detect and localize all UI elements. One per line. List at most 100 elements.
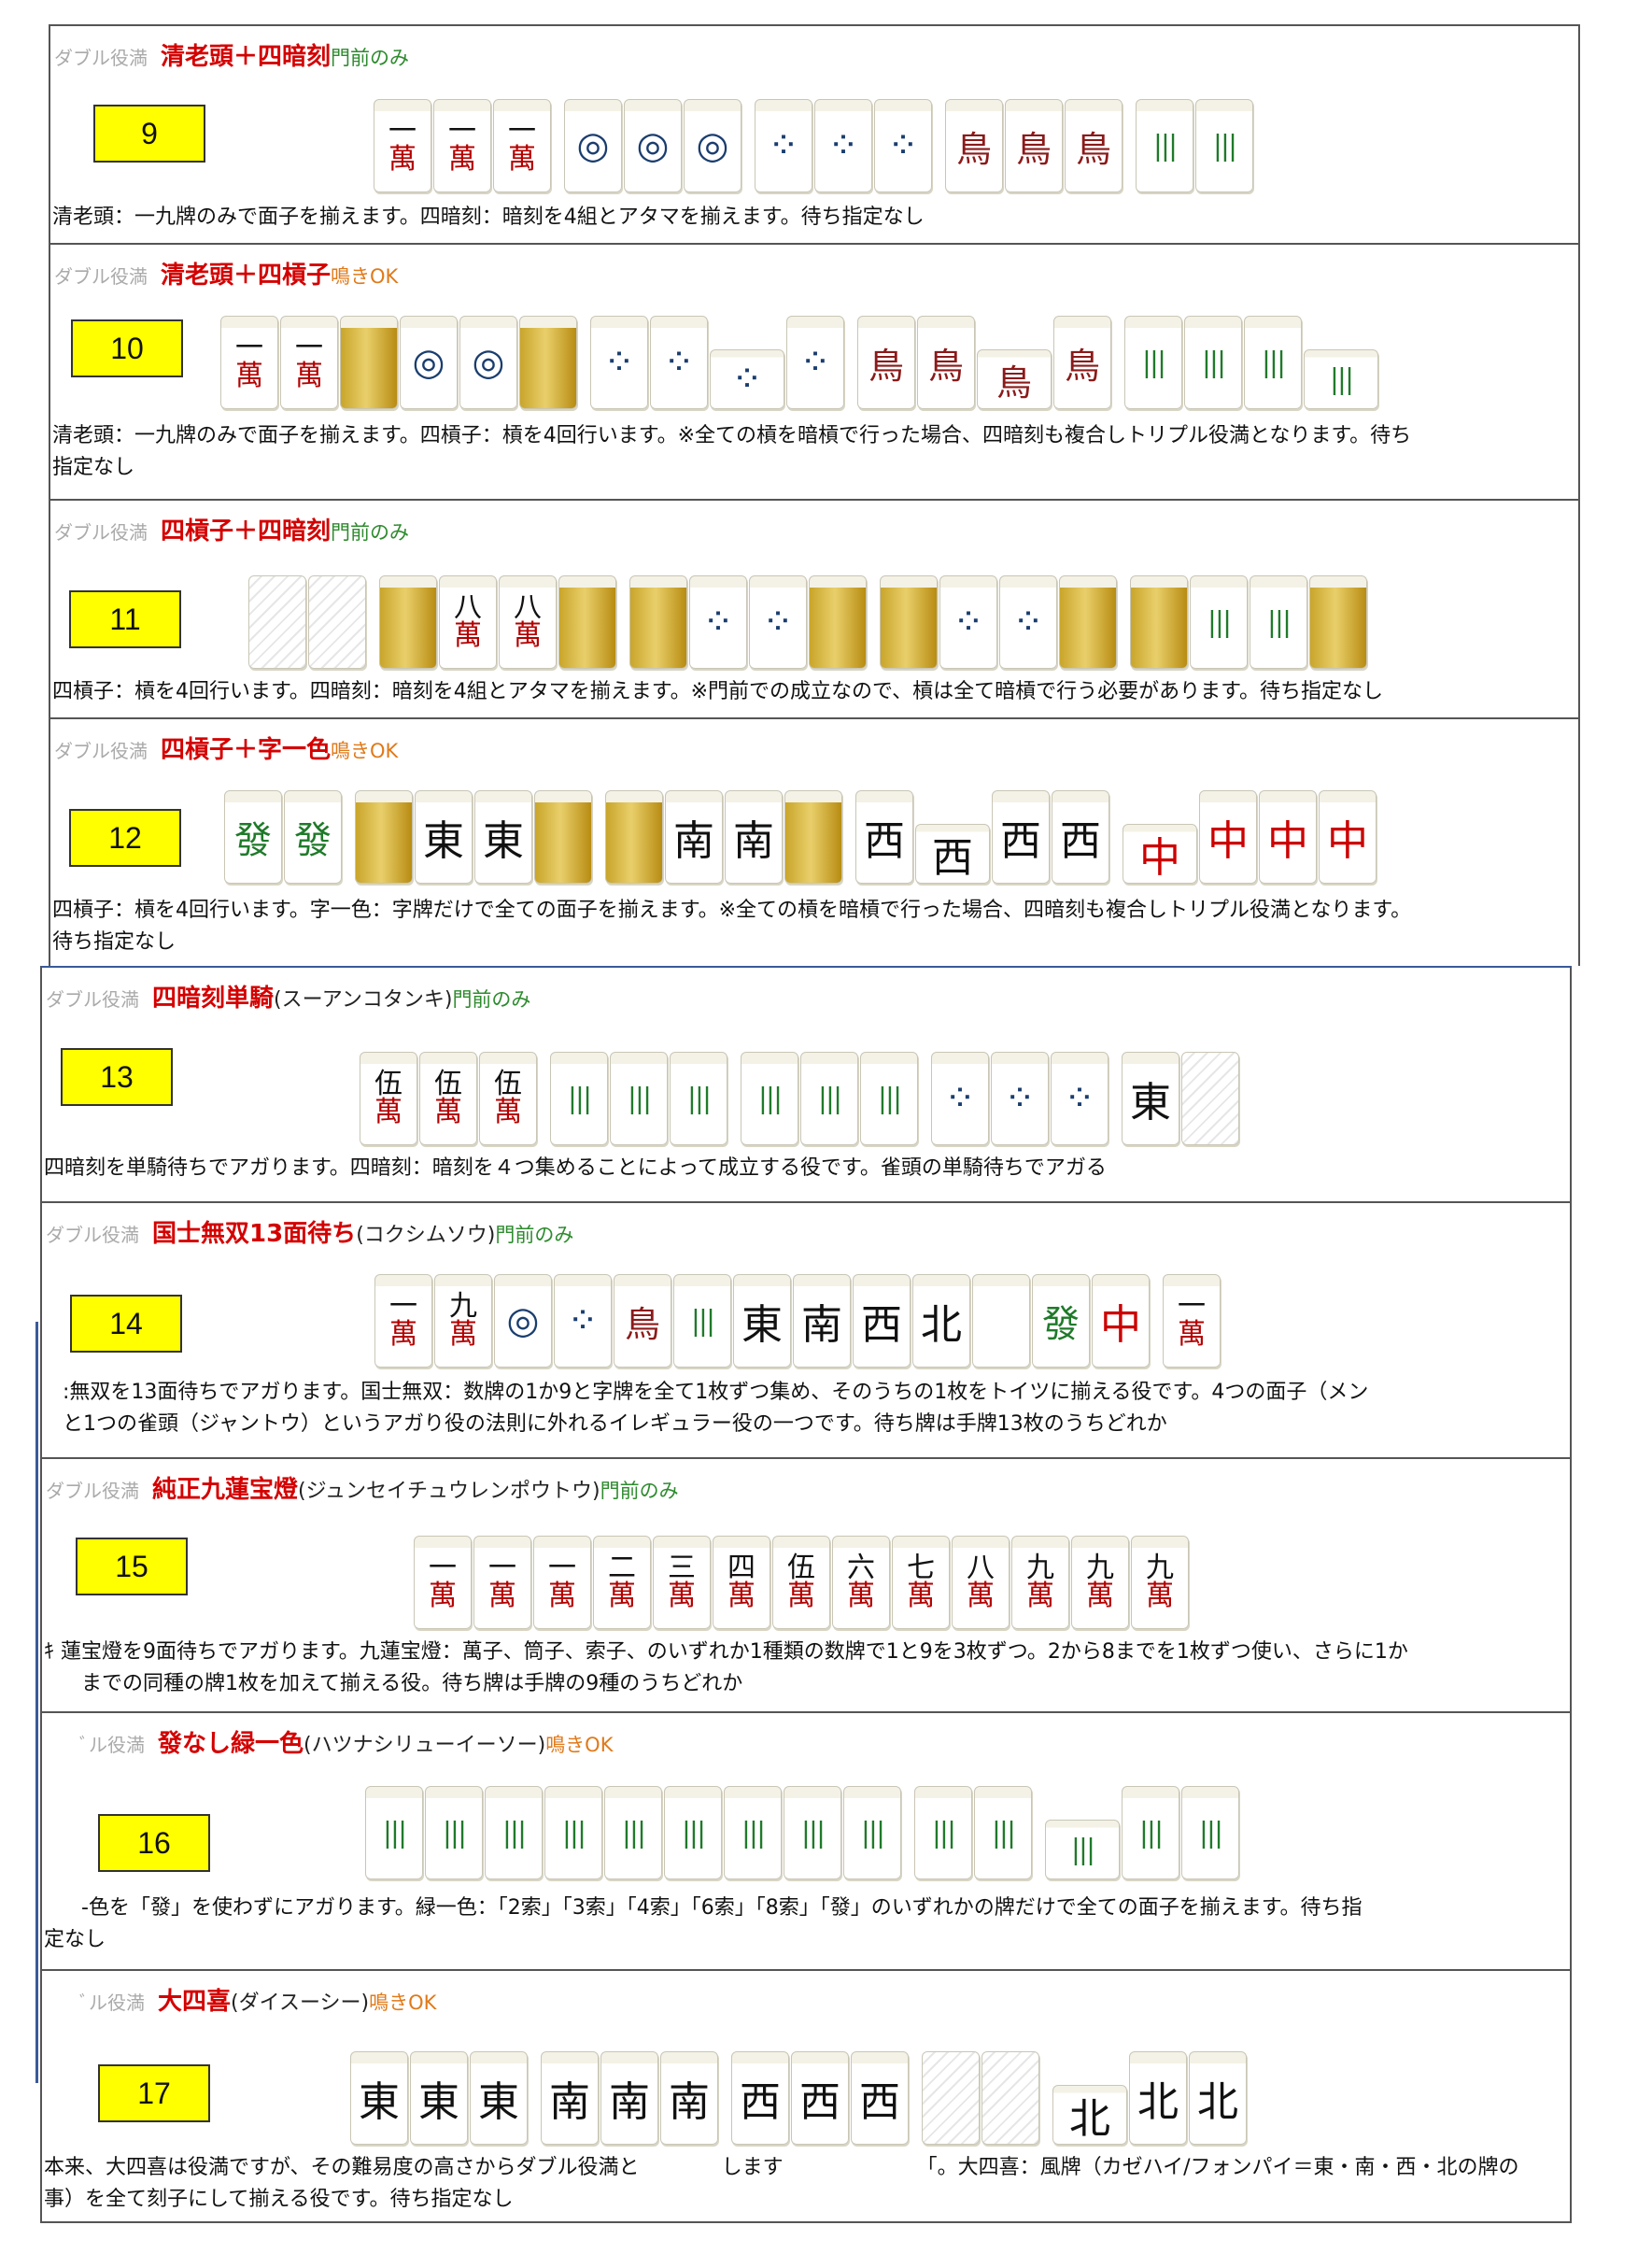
tile-north-sideways: 北 bbox=[1052, 2085, 1127, 2145]
yaku-name: 四槓子＋字一色 bbox=[161, 736, 332, 764]
tile-south: 南 bbox=[541, 2051, 599, 2145]
tile-east: 東 bbox=[350, 2051, 408, 2145]
requirement-label: 門前のみ bbox=[331, 47, 410, 69]
tile-row: ||| ||| ||| ||| ||| ||| ||| ||| ||| ||| … bbox=[365, 1786, 1241, 1879]
tile-9-sou: ||| bbox=[673, 1274, 731, 1368]
tile-west: 西 bbox=[851, 2051, 909, 2145]
tile-4-pin: ⁘ bbox=[689, 575, 747, 669]
section-number-badge: 9 bbox=[93, 105, 205, 163]
section-header: ダブル役満四暗刻単騎(スーアンコタンキ)門前のみ bbox=[46, 979, 530, 1014]
tile-5-man: 伍萬 bbox=[360, 1052, 417, 1145]
tile-1-pin: ◎ bbox=[684, 99, 741, 192]
category-label: ダブル役満 bbox=[46, 1480, 139, 1502]
tile-back bbox=[1130, 575, 1188, 669]
section-header: ダブル役満四槓子＋字一色鳴きOK bbox=[54, 730, 398, 765]
tile-north: 北 bbox=[1189, 2051, 1247, 2145]
tile-south: 南 bbox=[793, 1274, 851, 1368]
category-label: ダブル役満 bbox=[54, 521, 148, 544]
tile-9-pin: ⁘ bbox=[590, 316, 648, 409]
category-label: ダブル役満 bbox=[46, 1224, 139, 1246]
tile-6-sou: ||| bbox=[544, 1786, 602, 1879]
tile-4-pin: ⁘ bbox=[931, 1052, 989, 1145]
tile-south: 南 bbox=[725, 790, 783, 884]
tile-back bbox=[558, 575, 616, 669]
tile-south: 南 bbox=[600, 2051, 658, 2145]
tile-back bbox=[534, 790, 592, 884]
tile-8-sou: ||| bbox=[784, 1786, 841, 1879]
tile-chun-sideways: 中 bbox=[1123, 824, 1197, 884]
tile-9-pin: ⁘ bbox=[786, 316, 844, 409]
yaku-name: 国士無双13面待ち bbox=[152, 1220, 357, 1248]
tile-9-sou: ||| bbox=[1244, 316, 1302, 409]
tile-1-man: 一萬 bbox=[280, 316, 338, 409]
tile-east: 東 bbox=[415, 790, 473, 884]
tile-6-sou: ||| bbox=[664, 1786, 722, 1879]
tile-back bbox=[1059, 575, 1117, 669]
tile-blank bbox=[308, 575, 366, 669]
tile-4-sou: ||| bbox=[1122, 1786, 1179, 1879]
tile-south: 南 bbox=[665, 790, 723, 884]
tile-8-man: 八萬 bbox=[499, 575, 557, 669]
yaku-name: 四槓子＋四暗刻 bbox=[161, 517, 332, 546]
yakuman-section-16: ﾞル役満發なし緑一色(ハツナシリューイーソー)鳴きOK 16 ||| ||| |… bbox=[40, 1711, 1572, 1969]
requirement-label: 門前のみ bbox=[495, 1224, 574, 1246]
section-description: 清老頭：一九牌のみで面子を揃えます。四槓子：槓を4回行います。※全ての槓を暗槓で… bbox=[52, 424, 1412, 479]
tile-3-sou-sideways: ||| bbox=[1045, 1820, 1120, 1879]
tile-back bbox=[809, 575, 867, 669]
tile-row: 一萬 一萬 一萬 二萬 三萬 四萬 伍萬 六萬 七萬 八萬 九萬 九萬 九萬 bbox=[414, 1536, 1191, 1629]
yaku-reading: (ジュンセイチュウレンポウトウ) bbox=[298, 1480, 600, 1503]
tile-9-man: 九萬 bbox=[434, 1274, 492, 1368]
tile-chun: 中 bbox=[1092, 1274, 1150, 1368]
tile-2-sou: ||| bbox=[425, 1786, 483, 1879]
tile-back bbox=[1309, 575, 1367, 669]
tile-9-man: 九萬 bbox=[1011, 1536, 1069, 1629]
yaku-name: 純正九蓮宝燈 bbox=[152, 1476, 299, 1504]
tile-north: 北 bbox=[912, 1274, 970, 1368]
tile-back bbox=[880, 575, 938, 669]
tile-9-pin: ⁘ bbox=[554, 1274, 612, 1368]
section-header: ダブル役満四槓子＋四暗刻門前のみ bbox=[54, 512, 409, 546]
tile-9-man: 九萬 bbox=[1131, 1536, 1189, 1629]
section-header: ダブル役満純正九蓮宝燈(ジュンセイチュウレンポウトウ)門前のみ bbox=[46, 1470, 679, 1505]
left-margin-line bbox=[35, 1322, 38, 2083]
category-label: ダブル役満 bbox=[54, 740, 148, 762]
tile-chun: 中 bbox=[1259, 790, 1317, 884]
tile-1-pin: ◎ bbox=[564, 99, 622, 192]
yaku-name: 清老頭＋四槓子 bbox=[161, 262, 332, 290]
tile-row: 發 發 東 東 南 南 西 西 西 西 中 中 中 中 bbox=[224, 790, 1378, 884]
tile-6-sou: ||| bbox=[1190, 575, 1248, 669]
tile-1-sou-bird: 鳥 bbox=[1065, 99, 1123, 192]
tile-9-pin: ⁘ bbox=[755, 99, 812, 192]
section-description: ｷ 蓮宝燈を9面待ちでアガります。九蓮宝燈：萬子、筒子、索子、のいずれか1種類の… bbox=[44, 1640, 1408, 1695]
yakuman-section-11: ダブル役満四槓子＋四暗刻門前のみ 11 八萬 八萬 ⁘ ⁘ ⁘ ⁘ ||| ||… bbox=[49, 499, 1580, 717]
tile-1-sou-bird: 鳥 bbox=[614, 1274, 671, 1368]
tile-9-pin-sideways: ⁘ bbox=[710, 349, 784, 409]
category-label: ﾞル役満 bbox=[79, 1734, 145, 1756]
tile-4-man: 四萬 bbox=[713, 1536, 770, 1629]
category-label: ﾞル役満 bbox=[79, 1992, 145, 2014]
section-header: ﾞル役満大四喜(ダイスーシー)鳴きOK bbox=[79, 1982, 436, 2017]
tile-9-pin: ⁘ bbox=[650, 316, 708, 409]
tile-east: 東 bbox=[733, 1274, 791, 1368]
tile-4-pin: ⁘ bbox=[749, 575, 807, 669]
tile-blank bbox=[1181, 1052, 1239, 1145]
tile-5-man: 伍萬 bbox=[479, 1052, 537, 1145]
tile-5-man: 伍萬 bbox=[419, 1052, 477, 1145]
section-header: ダブル役満清老頭＋四暗刻門前のみ bbox=[54, 37, 409, 72]
requirement-label: 鳴きOK bbox=[331, 740, 399, 762]
requirement-label: 門前のみ bbox=[331, 521, 410, 544]
tile-back bbox=[355, 790, 413, 884]
section-header: ダブル役満清老頭＋四槓子鳴きOK bbox=[54, 256, 398, 291]
section-number-badge: 15 bbox=[76, 1538, 188, 1595]
tile-1-sou-bird-sideways: 鳥 bbox=[977, 349, 1052, 409]
tile-1-man: 一萬 bbox=[1163, 1274, 1221, 1368]
section-number-badge: 17 bbox=[98, 2064, 210, 2122]
tile-9-pin: ⁘ bbox=[814, 99, 872, 192]
tile-west: 西 bbox=[791, 2051, 849, 2145]
tile-west: 西 bbox=[731, 2051, 789, 2145]
yakuman-section-14: ダブル役満国士無双13面待ち(コクシムソウ)門前のみ 14 一萬 九萬 ◎ ⁘ … bbox=[40, 1201, 1572, 1457]
category-label: ダブル役満 bbox=[46, 988, 139, 1011]
tile-7-sou: ||| bbox=[800, 1052, 858, 1145]
yakuman-section-9: ダブル役満清老頭＋四暗刻門前のみ 9 一萬 一萬 一萬 ◎ ◎ ◎ ⁘ ⁘ ⁘ … bbox=[49, 24, 1580, 243]
tile-9-man: 九萬 bbox=[1071, 1536, 1129, 1629]
